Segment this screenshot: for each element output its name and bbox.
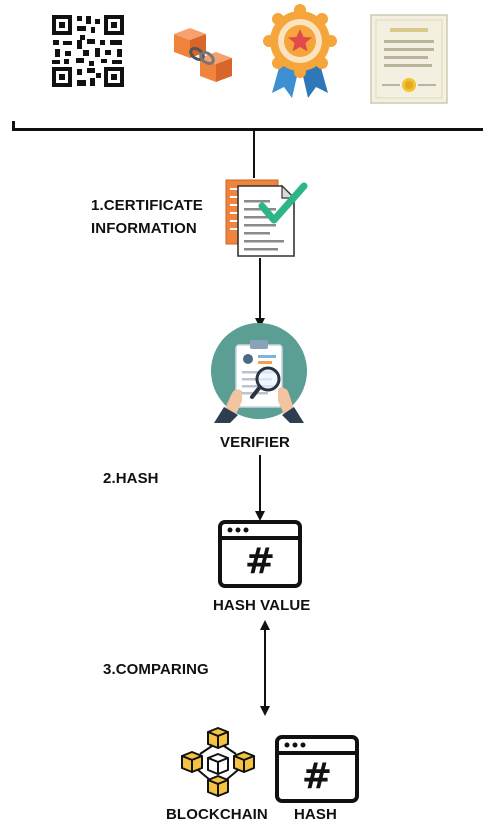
arrow-to-hash-value: [253, 455, 271, 523]
chain-link-icon: [160, 24, 246, 86]
step1-label-line2: INFORMATION: [91, 220, 197, 237]
step3-label: 3.COMPARING: [103, 661, 209, 678]
hash-window-icon-2: #: [275, 735, 359, 803]
verifier-icon: [208, 323, 312, 423]
connector-line: [253, 130, 255, 178]
hash-symbol: #: [244, 541, 276, 582]
hash-symbol-2: #: [301, 756, 333, 797]
step1-label-line1: 1.CERTIFICATE: [91, 197, 203, 214]
qr-code-icon: [50, 13, 126, 89]
hash-window-icon: #: [218, 520, 302, 588]
blockchain-cubes-icon: [178, 727, 258, 804]
verifier-label: VERIFIER: [220, 434, 290, 451]
award-badge-icon: [263, 4, 337, 100]
arrow-to-verifier: [253, 258, 271, 330]
certificate-document-icon: [370, 14, 448, 104]
step2-label: 2.HASH: [103, 470, 159, 487]
top-divider-line: [12, 128, 483, 131]
double-arrow-compare: [257, 620, 275, 718]
blockchain-label: BLOCKCHAIN: [166, 806, 268, 823]
hash-label: HASH: [294, 806, 337, 823]
hash-value-label: HASH VALUE: [213, 597, 311, 614]
top-divider-tick: [12, 121, 15, 131]
document-check-icon: [224, 176, 308, 258]
